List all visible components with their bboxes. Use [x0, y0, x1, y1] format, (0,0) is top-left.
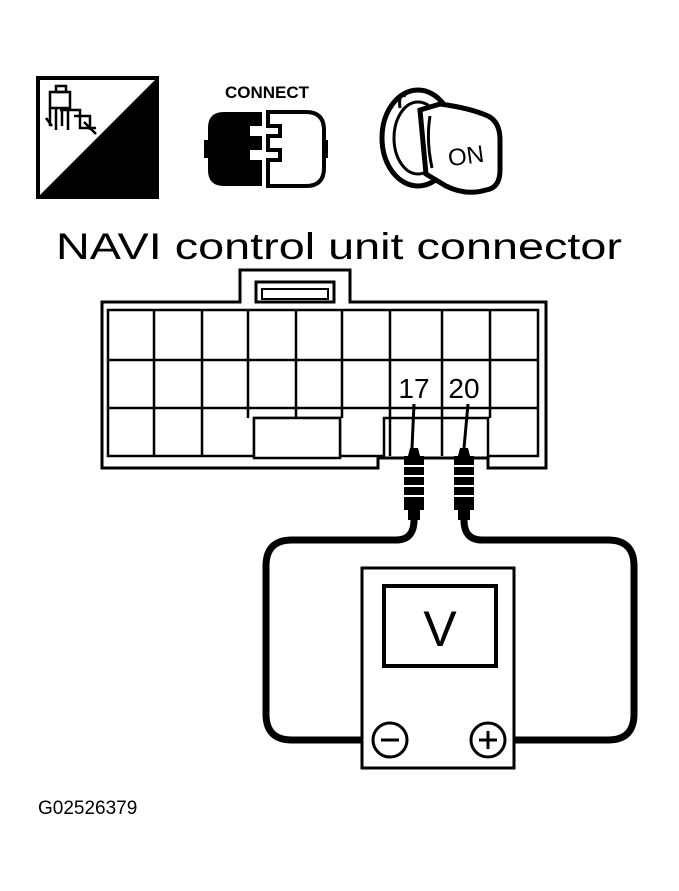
lead-negative: [262, 519, 418, 744]
ignition-on-label: ON: [446, 141, 485, 173]
voltmeter: V: [360, 566, 516, 770]
lead-positive: [460, 519, 638, 744]
ignition-key-icon: ON: [379, 87, 503, 195]
harness-side-icon: H.S.: [36, 76, 159, 199]
harness-side-label: H.S.: [96, 162, 147, 192]
probe-positive: [454, 403, 474, 520]
connector-title: NAVI control unit connector: [56, 226, 622, 267]
connect-icon: CONNECT: [204, 83, 328, 188]
figure-code: G02526379: [38, 798, 137, 819]
pin-label-20: 20: [448, 373, 479, 404]
meter-display-symbol: V: [423, 601, 457, 657]
connect-label: CONNECT: [225, 83, 310, 102]
probe-negative: [404, 403, 424, 520]
connector-body: [100, 268, 548, 470]
pin-label-17: 17: [398, 373, 429, 404]
